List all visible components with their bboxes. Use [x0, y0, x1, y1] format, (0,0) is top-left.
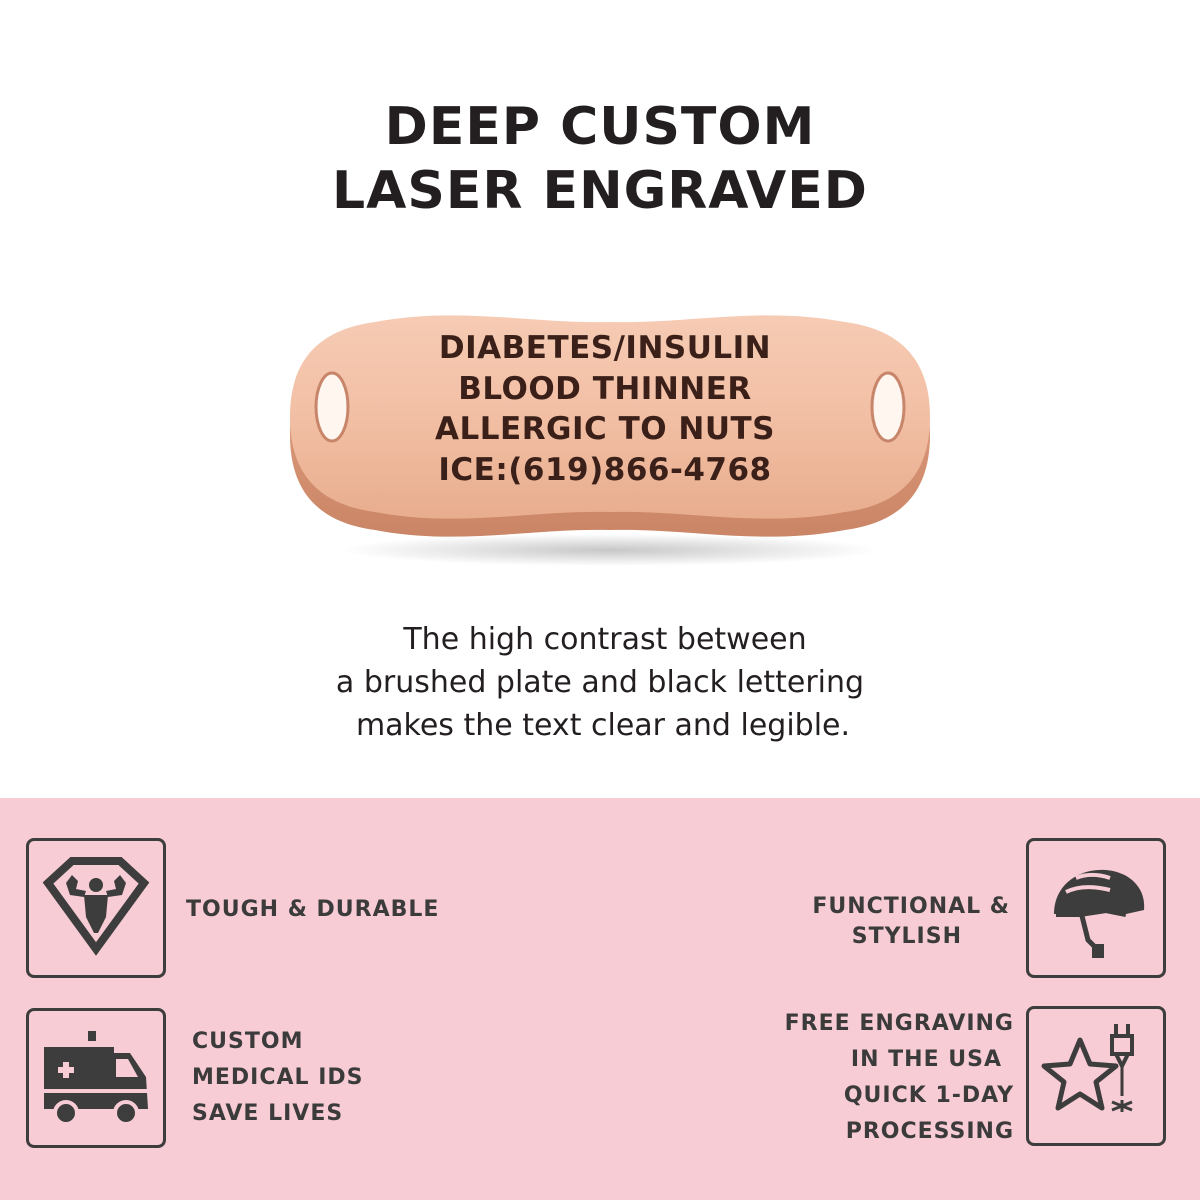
- feature-free-engraving: FREE ENGRAVING IN THE USA QUICK 1-DAY PR…: [730, 1006, 1014, 1150]
- description: The high contrast between a brushed plat…: [0, 618, 1200, 747]
- engraved-line-2: BLOOD THINNER: [458, 370, 752, 407]
- feature-custom-medical-ids: CUSTOM MEDICAL IDS SAVE LIVES: [192, 1024, 364, 1132]
- headline-line-1: DEEP CUSTOM: [384, 97, 816, 157]
- engraved-text: DIABETES/INSULIN BLOOD THINNER ALLERGIC …: [300, 328, 910, 490]
- helmet-icon: [1026, 838, 1166, 978]
- engraved-line-1: DIABETES/INSULIN: [438, 330, 772, 366]
- description-line-2: a brushed plate and black lettering: [335, 665, 865, 700]
- feature-tough-durable: TOUGH & DURABLE: [186, 892, 439, 928]
- engraved-line-4: ICE:(619)866-4768: [438, 451, 772, 488]
- feature-functional-line-2: STYLISH: [851, 924, 962, 949]
- feature-engraving-line-3: QUICK 1-DAY: [843, 1083, 1014, 1108]
- description-line-1: The high contrast between: [403, 622, 807, 657]
- medical-id-tag-image: [280, 292, 940, 582]
- engraved-line-3: ALLERGIC TO NUTS: [435, 411, 775, 447]
- feature-functional-stylish: FUNCTIONAL & STYLISH: [740, 892, 1010, 952]
- feature-custom-line-2: MEDICAL IDS: [192, 1065, 364, 1090]
- headline-line-2: LASER ENGRAVED: [332, 161, 868, 221]
- feature-engraving-line-1: FREE ENGRAVING: [784, 1011, 1014, 1036]
- ambulance-icon: [26, 1008, 166, 1148]
- feature-custom-line-3: SAVE LIVES: [192, 1101, 344, 1126]
- feature-functional-line-1: FUNCTIONAL &: [812, 894, 1010, 919]
- superhero-icon: [26, 838, 166, 978]
- headline: DEEP CUSTOM LASER ENGRAVED: [0, 95, 1200, 223]
- feature-engraving-line-2: IN THE USA: [850, 1047, 1002, 1072]
- feature-custom-line-1: CUSTOM: [192, 1029, 304, 1054]
- features-banner: [0, 798, 1200, 1200]
- description-line-3: makes the text clear and legible.: [355, 708, 851, 743]
- feature-tough-line-1: TOUGH & DURABLE: [186, 897, 440, 922]
- laser-star-icon: [1026, 1006, 1166, 1146]
- feature-engraving-line-4: PROCESSING: [845, 1119, 1014, 1144]
